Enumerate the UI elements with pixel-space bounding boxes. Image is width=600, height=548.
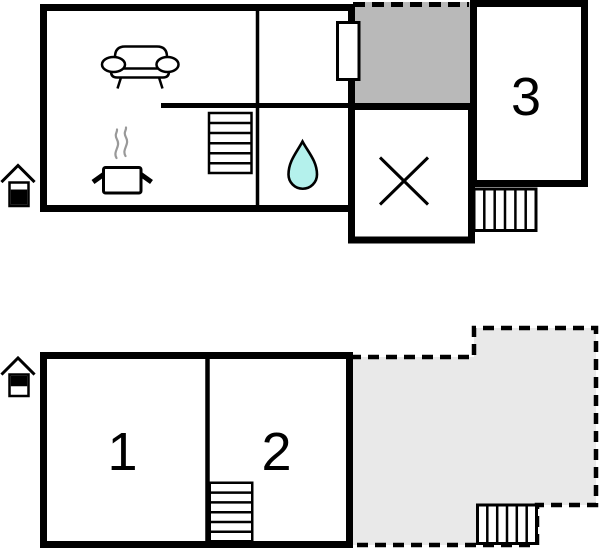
steam-line: [114, 128, 120, 160]
cross-mark-icon: [378, 156, 430, 206]
room1-label: 1: [107, 422, 137, 482]
house-level-icon-lower: [0, 355, 36, 398]
room3-outline: [470, 0, 588, 187]
room2-label: 2: [261, 422, 291, 482]
sofa-icon: [100, 45, 180, 89]
steam-line: [123, 126, 129, 158]
covered-area: [353, 2, 470, 105]
staircase-lower: [208, 481, 254, 543]
upper-floor-plan: 3: [0, 0, 588, 244]
water-drop-icon: [287, 138, 319, 190]
exterior-steps-upper: [472, 187, 538, 232]
terrace-area: [350, 328, 596, 545]
house-level-icon-upper: [0, 163, 36, 208]
staircase-upper: [207, 111, 253, 175]
cooking-pot-icon: [91, 126, 153, 195]
exterior-steps-lower: [476, 503, 538, 545]
main-outline-lower: [40, 352, 353, 548]
door-opening: [336, 21, 361, 81]
lower-floor-plan: 1 2: [0, 325, 599, 548]
room3-label: 3: [511, 67, 541, 127]
